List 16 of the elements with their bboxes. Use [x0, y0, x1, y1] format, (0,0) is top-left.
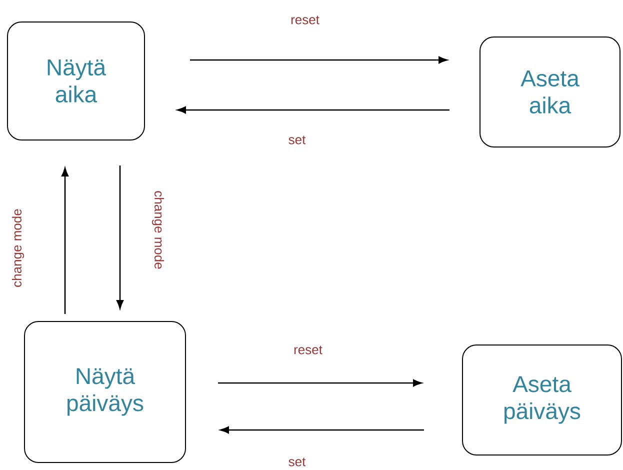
edge-label: set	[288, 136, 306, 144]
edge-label: reset	[294, 346, 322, 354]
edge-label: change mode	[12, 209, 24, 287]
edge-label: set	[288, 458, 306, 466]
arrow	[218, 379, 422, 387]
state-box: Aseta aika	[480, 36, 620, 148]
edge-label: reset	[291, 16, 320, 24]
state-box: Näytä aika	[7, 22, 145, 140]
arrow	[220, 426, 424, 434]
arrow	[116, 166, 124, 309]
arrow	[61, 168, 69, 314]
state-box: Aseta päiväys	[462, 344, 622, 456]
arrow	[177, 106, 450, 114]
state-box: Näytä päiväys	[24, 321, 186, 463]
edge-label: change mode	[152, 191, 164, 269]
arrow	[190, 56, 448, 64]
